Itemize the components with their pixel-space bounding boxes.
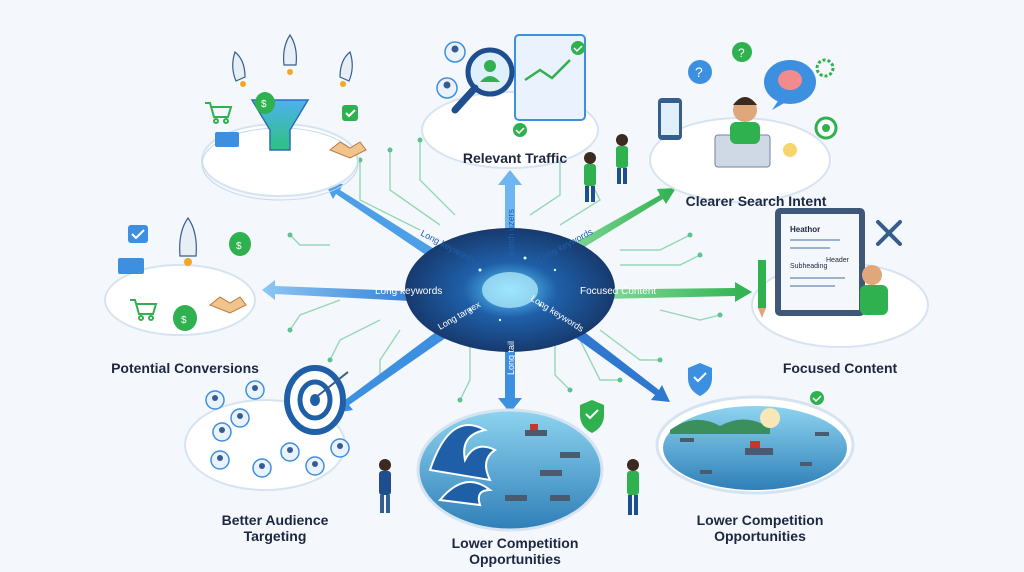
brain-bubble-icon — [764, 60, 816, 110]
circuit-lines — [289, 140, 721, 401]
check-icon — [513, 123, 527, 137]
arrow-lower-left — [334, 320, 460, 413]
tools-icon — [876, 220, 902, 246]
user-avatar-icon — [436, 77, 458, 99]
hub-phrase-long-tail: Long tail — [506, 341, 516, 375]
credit-card-icon — [118, 258, 144, 274]
hub-sparkles — [468, 256, 557, 322]
person-standing — [627, 459, 639, 515]
hub-glow — [482, 272, 538, 308]
arrow-down — [498, 340, 522, 413]
check-icon — [810, 391, 824, 405]
check-icon — [342, 105, 358, 121]
question-bubble-icon: ? — [688, 60, 712, 84]
hub-phrase-long-keywords-left: Long keywords — [375, 286, 442, 297]
ship-icon — [505, 424, 580, 501]
svg-text:$: $ — [261, 99, 267, 110]
hub-phrase-search-users: Search uzers — [506, 208, 516, 262]
handshake-icon — [329, 141, 367, 159]
label-potential-conversions: Potential Conversions — [111, 360, 259, 376]
label-lower-competition-right: Lower Competition Opportunities — [696, 512, 824, 544]
arrow-upper-left — [325, 183, 455, 270]
svg-text:?: ? — [738, 46, 745, 60]
person-with-laptop — [584, 152, 596, 202]
person-typing — [860, 265, 888, 315]
money-bag-icon: $ — [173, 305, 197, 331]
label-lower-competition-center: Lower Competition Opportunities — [451, 535, 579, 567]
wave-icon — [428, 424, 497, 482]
node-lower-competition-center — [416, 400, 604, 532]
arrow-left — [262, 280, 430, 302]
node-clearer-search-intent: ? ? — [649, 42, 838, 203]
person-with-tablet — [379, 459, 391, 513]
shield-icon — [580, 400, 604, 433]
svg-text:?: ? — [695, 64, 703, 80]
label-better-audience-targeting: Better Audience Targeting — [221, 512, 329, 544]
pencil-icon — [758, 260, 766, 318]
money-bag-icon: $ — [255, 92, 275, 114]
doc-header: Header — [826, 257, 850, 264]
svg-text:$: $ — [236, 241, 242, 252]
label-clearer-search-intent: Clearer Search Intent — [685, 193, 827, 209]
lightbulb-icon — [783, 143, 797, 157]
rocket-icon — [179, 216, 197, 257]
doc-heading: Heathor — [790, 225, 820, 234]
target-icon — [284, 365, 346, 435]
arrow-up — [498, 170, 522, 235]
node-relevant-traffic — [421, 34, 599, 169]
shield-icon — [688, 363, 712, 396]
svg-text:$: $ — [181, 315, 187, 326]
label-relevant-traffic: Relevant Traffic — [462, 150, 568, 166]
credit-card-icon — [215, 132, 239, 147]
label-focused-content: Focused Content — [782, 360, 898, 376]
node-focused-content: Heathor Subheading Header — [751, 208, 929, 348]
dart-icon — [314, 371, 349, 399]
target-icon — [814, 116, 838, 140]
rocket-icon — [232, 33, 353, 82]
handshake-icon — [209, 296, 247, 314]
node-audience-targeting — [184, 365, 350, 491]
cart-icon — [205, 102, 233, 124]
node-potential-conversions: $ $ — [104, 216, 256, 336]
ship-icon — [680, 432, 829, 474]
node-funnel-rockets: $ — [201, 33, 367, 201]
user-avatar-icon — [444, 41, 466, 63]
node-lower-competition-right — [655, 363, 855, 495]
hub-phrase-focused-content: Focused Content — [580, 286, 656, 297]
check-icon — [128, 225, 148, 243]
gear-icon — [815, 58, 835, 78]
person-pointing — [616, 134, 628, 184]
cart-icon — [130, 299, 158, 321]
check-icon — [571, 41, 585, 55]
doc-subheading: Subheading — [790, 263, 827, 270]
money-bag-icon: $ — [229, 232, 251, 256]
question-bubble-icon: ? — [732, 42, 752, 62]
